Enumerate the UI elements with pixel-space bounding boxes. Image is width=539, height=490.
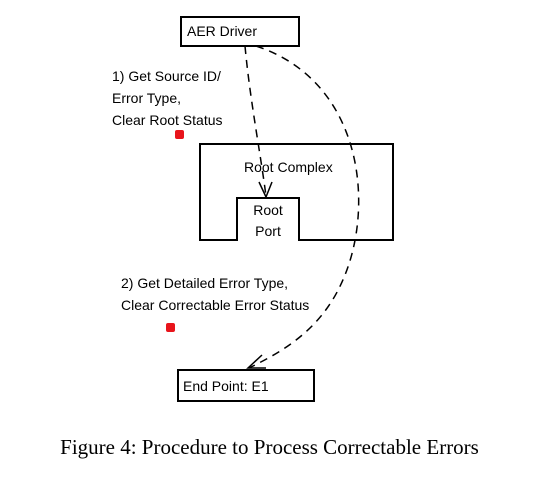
root-port-box bbox=[236, 197, 300, 241]
figure-caption: Figure 4: Procedure to Process Correctab… bbox=[60, 435, 479, 459]
arrowhead-end-point bbox=[246, 354, 266, 369]
edge-aer-driver-to-root-port bbox=[244, 45, 267, 197]
step-1-line-1: 1) Get Source ID/ bbox=[112, 68, 221, 84]
end-point-label: End Point: E1 bbox=[183, 378, 269, 394]
step-1-line-3: Clear Root Status bbox=[112, 112, 223, 128]
root-port-label-line-2: Port bbox=[255, 223, 281, 239]
root-port-label-line-1: Root bbox=[253, 202, 283, 218]
step-2-line-2: Clear Correctable Error Status bbox=[121, 297, 310, 313]
step-2-line-1: 2) Get Detailed Error Type, bbox=[121, 275, 289, 291]
aer-driver-box bbox=[180, 16, 300, 47]
root-complex-label: Root Complex bbox=[244, 159, 333, 175]
edge-aer-driver-to-end-point bbox=[248, 45, 360, 369]
aer-driver-label: AER Driver bbox=[187, 23, 258, 39]
end-point-box bbox=[177, 369, 315, 402]
step-1-line-2: Error Type, bbox=[112, 90, 181, 106]
step-2-marker bbox=[166, 323, 175, 332]
step-1-marker bbox=[175, 130, 184, 139]
